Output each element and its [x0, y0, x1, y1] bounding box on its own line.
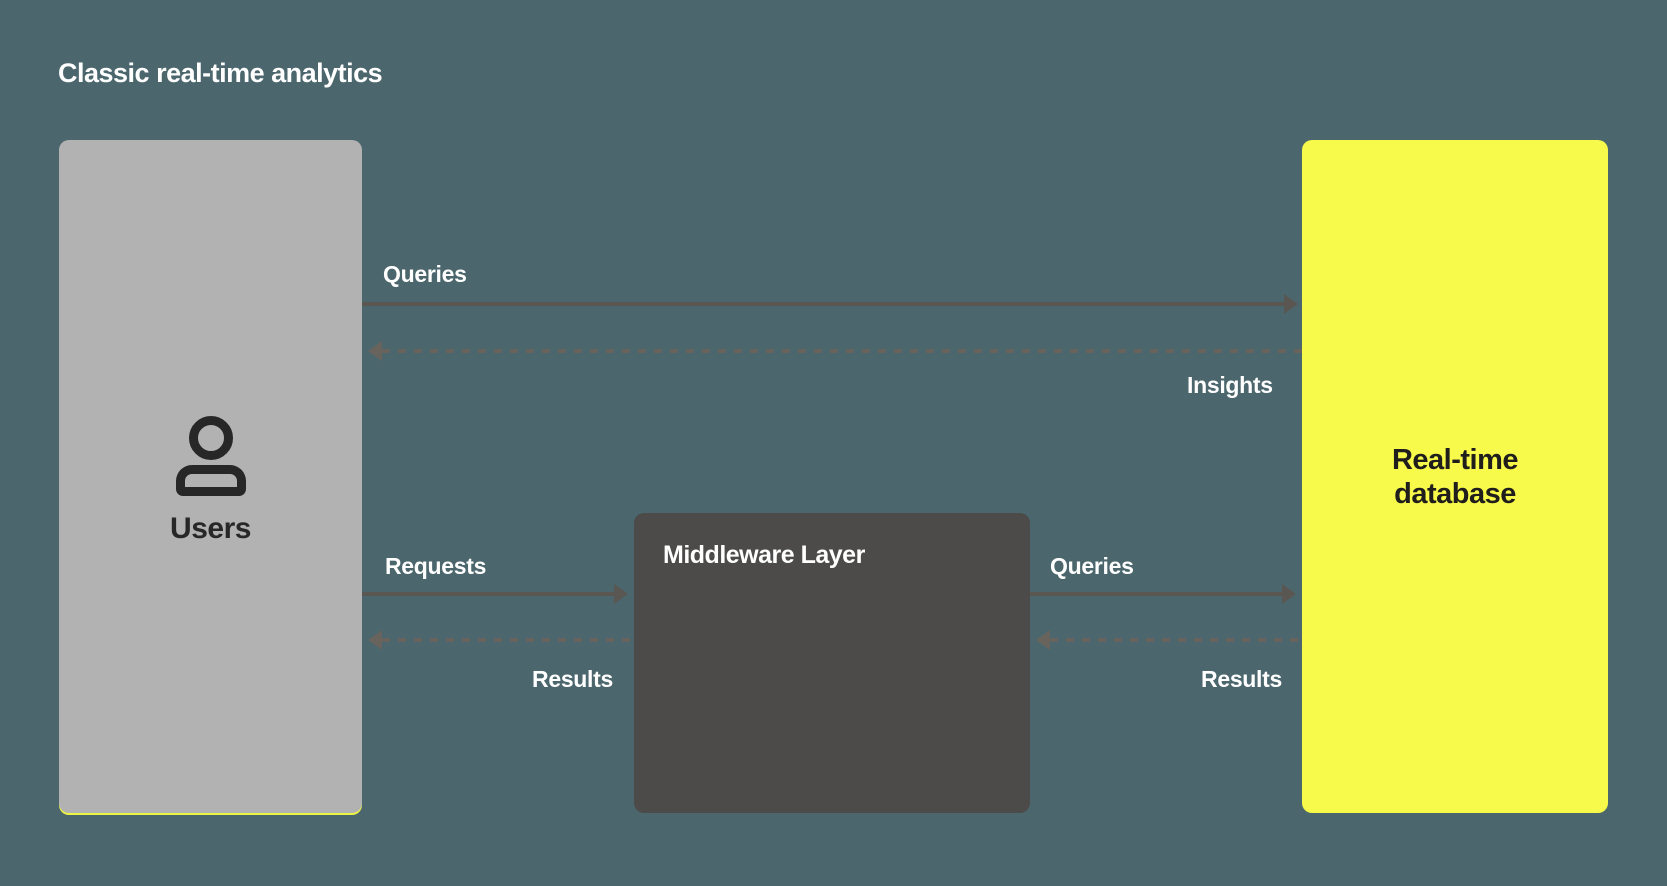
arrow-db-to-users [382, 349, 1302, 353]
arrowhead-users-to-middleware [614, 584, 628, 604]
arrow-db-to-middleware [1050, 638, 1302, 642]
arrowhead-db-to-users [368, 341, 382, 361]
arrow-middleware-to-users [382, 638, 633, 642]
arrow-label-results-right: Results [1201, 666, 1282, 692]
diagram-title: Classic real-time analytics [58, 58, 383, 88]
arrow-middleware-to-db [1030, 592, 1282, 596]
arrowhead-users-to-db [1284, 294, 1298, 314]
node-middleware: Middleware Layer [634, 513, 1030, 813]
node-users-label: Users [170, 512, 251, 545]
arrow-users-to-middleware [362, 592, 614, 596]
node-database: Real-time database [1302, 140, 1608, 813]
arrow-label-queries-top: Queries [383, 261, 467, 287]
user-icon [175, 416, 246, 499]
arrow-label-insights: Insights [1187, 372, 1273, 398]
arrowhead-middleware-to-users [368, 630, 382, 650]
user-icon-body [175, 465, 246, 496]
arrow-label-results-left: Results [532, 666, 613, 692]
arrow-label-requests: Requests [385, 553, 487, 579]
arrow-users-to-db [362, 302, 1284, 306]
arrowhead-db-to-middleware [1036, 630, 1050, 650]
node-users: Users [59, 140, 362, 813]
arrow-label-queries-right: Queries [1050, 553, 1134, 579]
node-database-label: Real-time database [1391, 443, 1519, 510]
arrowhead-middleware-to-db [1282, 584, 1296, 604]
node-middleware-label: Middleware Layer [663, 541, 865, 569]
user-icon-head [188, 416, 233, 460]
